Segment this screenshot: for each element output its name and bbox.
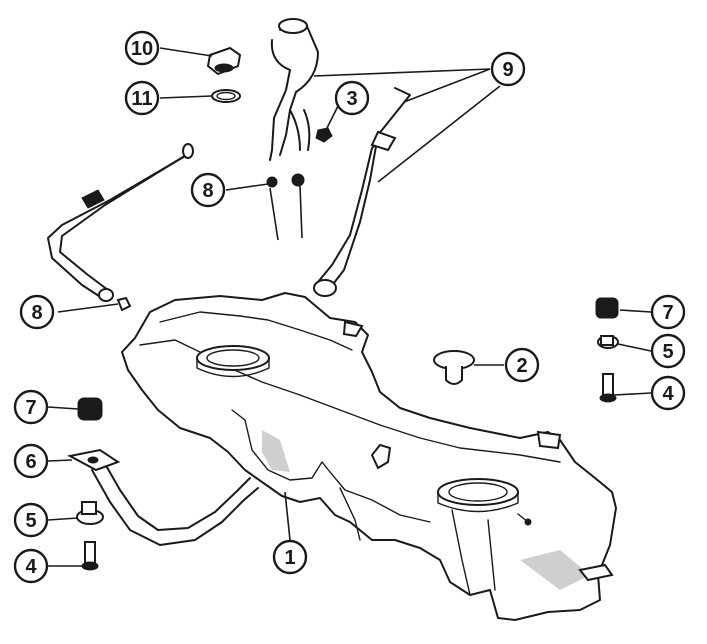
nut-3: [315, 127, 333, 143]
callout-8: 8: [190, 172, 226, 208]
callout-10: 10: [124, 30, 160, 66]
callout-number: 7: [25, 397, 36, 419]
callout-5: 5: [13, 502, 49, 538]
callout-circle: [13, 443, 49, 479]
callout-circle: [19, 294, 55, 330]
callout-number: 4: [662, 383, 674, 405]
callout-number: 10: [131, 38, 153, 60]
callout-5: 5: [650, 333, 686, 369]
callout-number: 3: [346, 88, 357, 110]
callout-3: 3: [334, 80, 370, 116]
callout-number: 7: [662, 302, 673, 324]
callout-circle: [490, 51, 526, 87]
callout-2: 2: [504, 347, 540, 383]
callout-number: 11: [131, 88, 152, 110]
filler-cap-10: [206, 46, 242, 76]
callout-circle: [124, 80, 160, 116]
callout-circle: [13, 548, 49, 584]
callout-number: 2: [516, 355, 527, 377]
callout-circle: [13, 502, 49, 538]
callout-8: 8: [19, 294, 55, 330]
callout-circle: [334, 80, 370, 116]
callout-number: 5: [662, 341, 673, 363]
callout-circle: [272, 539, 308, 575]
callouts: 10 11 9 3 8 8 7 5 2 4 7 6 5 4 1: [13, 30, 686, 584]
callout-circle: [504, 347, 540, 383]
callout-number: 8: [31, 302, 42, 324]
callout-4: 4: [650, 375, 686, 411]
callout-number: 6: [25, 451, 36, 473]
callout-number: 9: [502, 59, 513, 81]
fuel-tank: [91, 292, 617, 621]
right-mount-stack: [595, 297, 619, 403]
callout-11: 11: [124, 80, 160, 116]
left-mount-stack: [67, 397, 121, 571]
leader-lines: [47, 47, 652, 567]
callout-7: 7: [650, 294, 686, 330]
callout-circle: [650, 375, 686, 411]
callout-circle: [124, 30, 160, 66]
callout-9: 9: [490, 51, 526, 87]
grommet-2: [433, 350, 475, 385]
callout-6: 6: [13, 443, 49, 479]
callout-circle: [650, 333, 686, 369]
callout-circle: [13, 389, 49, 425]
callout-4: 4: [13, 548, 49, 584]
callout-number: 4: [25, 556, 37, 578]
clamp-8-right: [291, 173, 305, 187]
callout-1: 1: [272, 539, 308, 575]
callout-number: 5: [25, 510, 36, 532]
callout-number: 1: [284, 547, 295, 569]
vent-pipe: [47, 143, 194, 312]
callout-7: 7: [13, 389, 49, 425]
callout-circle: [190, 172, 226, 208]
callout-circle: [650, 294, 686, 330]
callout-number: 8: [202, 180, 213, 202]
filler-hoses: [269, 18, 411, 297]
clamp-8-left: [266, 176, 278, 188]
